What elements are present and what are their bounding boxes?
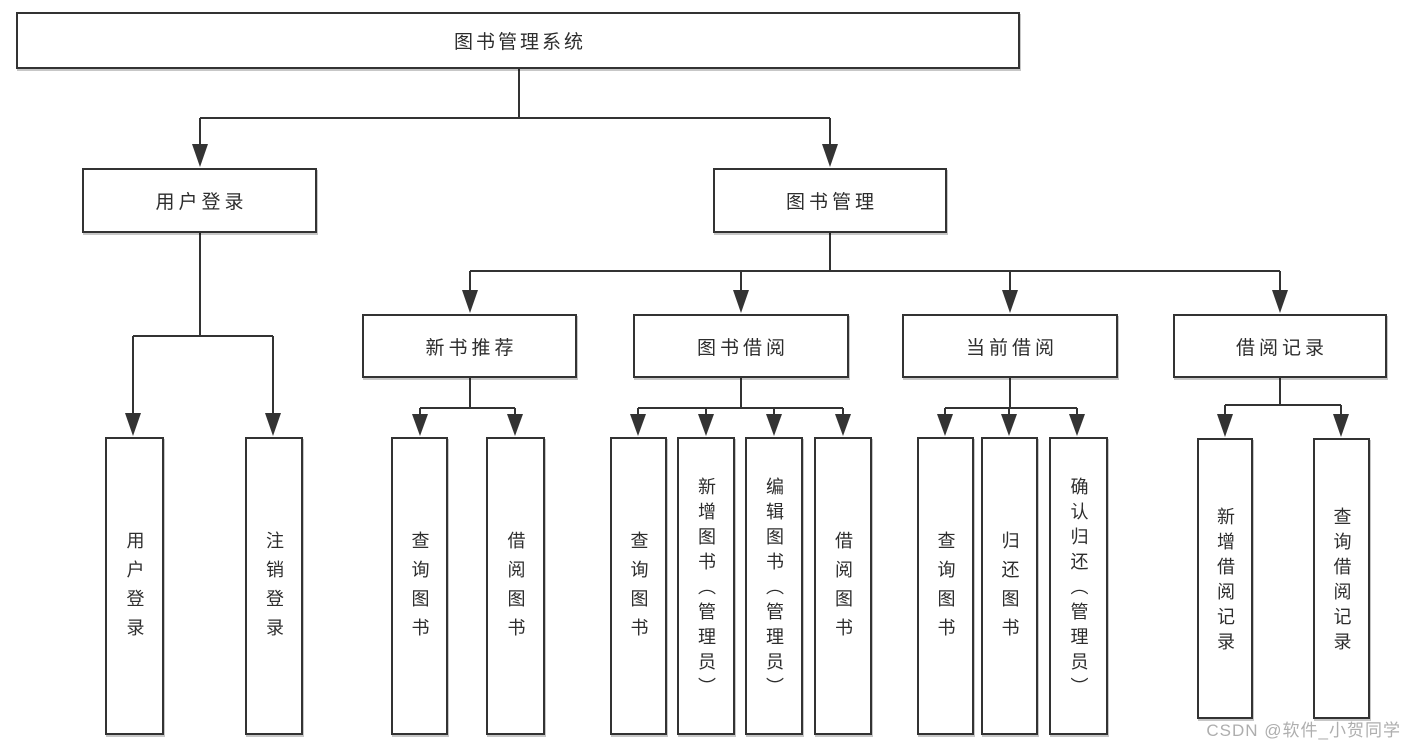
node-new-book-recommendation: 新书推荐 [362,314,577,378]
node-library-management-system: 图书管理系统 [16,12,1020,69]
leaf-query-books-recommend: 查询图书 [391,437,448,735]
leaf-query-borrow-record: 查询借阅记录 [1313,438,1370,719]
leaf-borrow-books: 借阅图书 [814,437,872,735]
node-book-management-module: 图书管理 [713,168,947,233]
leaf-logout: 注销登录 [245,437,303,735]
leaf-return-books: 归还图书 [981,437,1038,735]
leaf-edit-books-admin: 编辑图书（管理员） [745,437,803,735]
node-user-login-module: 用户登录 [82,168,317,233]
csdn-watermark: CSDN @软件_小贺同学 [1206,721,1401,740]
leaf-query-books-current: 查询图书 [917,437,974,735]
leaf-add-books-admin: 新增图书（管理员） [677,437,735,735]
leaf-confirm-return-admin: 确认归还（管理员） [1049,437,1108,735]
node-book-borrowing: 图书借阅 [633,314,849,378]
node-current-borrowing: 当前借阅 [902,314,1118,378]
leaf-query-books-borrowing: 查询图书 [610,437,667,735]
leaf-user-login: 用户登录 [105,437,164,735]
leaf-add-borrow-record: 新增借阅记录 [1197,438,1253,719]
leaf-borrow-books-recommend: 借阅图书 [486,437,545,735]
node-borrowing-records: 借阅记录 [1173,314,1387,378]
